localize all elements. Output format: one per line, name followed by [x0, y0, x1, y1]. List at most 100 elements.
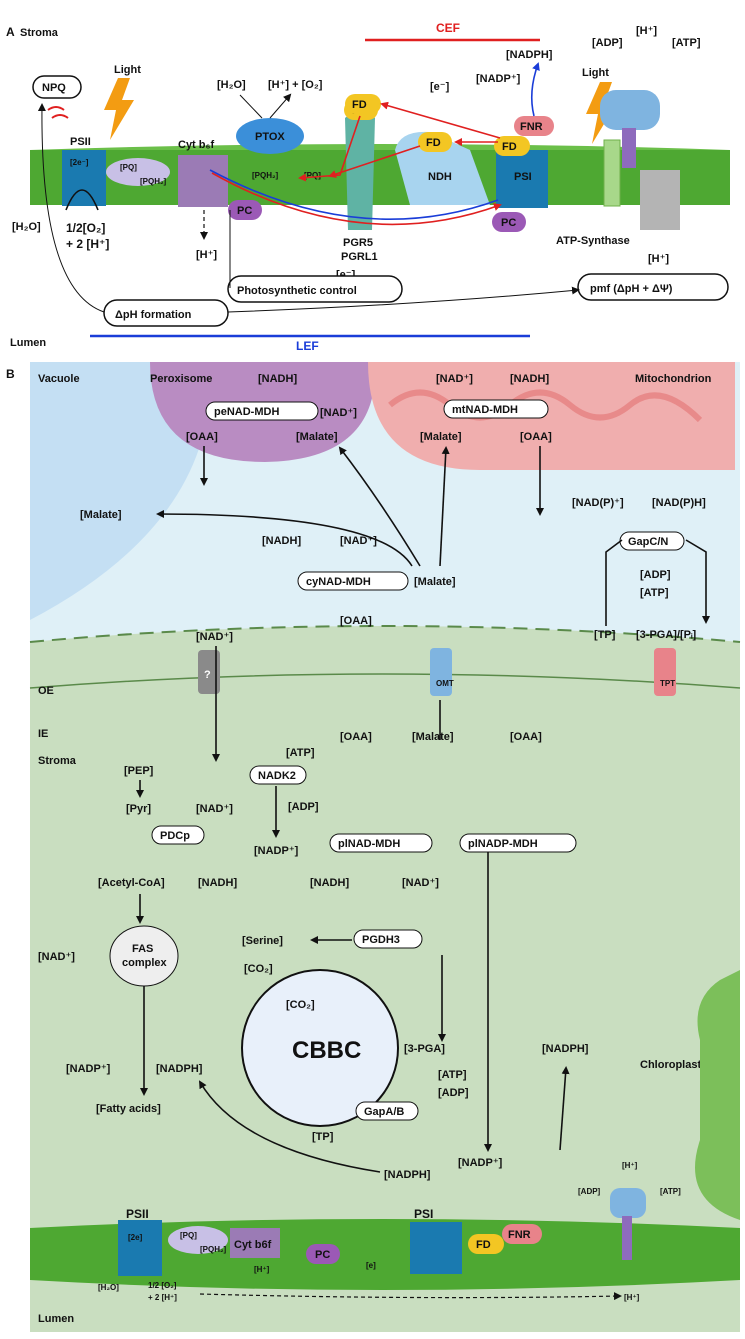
h-o2-label: [H⁺] + [O₂] [268, 79, 323, 91]
pgr5-label: PGR5 [343, 237, 373, 249]
pq-label-b: [PQ] [180, 1231, 197, 1240]
pl-mdh-label: plNAD-MDH [338, 838, 400, 850]
complex-label: complex [122, 957, 168, 969]
pe-oaa: [OAA] [186, 431, 218, 443]
atp-synthase-b [610, 1188, 646, 1218]
gapcn-label: GapC/N [628, 536, 668, 548]
vac-malate: [Malate] [80, 509, 122, 521]
h-plus-right-b: [H⁺] [624, 1293, 640, 1302]
fnr-label-b: FNR [508, 1229, 531, 1241]
fnr-a [514, 116, 554, 136]
omt-transporter [430, 648, 452, 696]
pgrl1-label: PGRL1 [341, 251, 378, 263]
ndh-complex [395, 131, 490, 205]
light-bolt-icon [104, 78, 134, 140]
pl-nadp-mdh-box [459, 833, 577, 853]
tp-cbbc: [TP] [312, 1131, 334, 1143]
adp-b: [ADP] [578, 1187, 601, 1196]
pgr5-pgrl1-complex [345, 111, 375, 230]
cytb6f-label-b: Cyt b6f [234, 1239, 272, 1251]
nadh-stroma: [NADH] [198, 877, 237, 889]
psi-complex-b [410, 1222, 462, 1274]
pyr-label: [Pyr] [126, 803, 151, 815]
e-label-top: [e⁻] [430, 81, 450, 93]
cy-nadh: [NADH] [262, 535, 301, 547]
pe-nad: [NAD⁺] [320, 407, 357, 419]
light-label-right: Light [582, 67, 609, 79]
atp-cbbc: [ATP] [438, 1069, 467, 1081]
tpt-transporter [654, 648, 676, 696]
pe-nadh: [NADH] [258, 373, 297, 385]
malate-pl: [Malate] [412, 731, 454, 743]
adp-cy: [ADP] [640, 569, 671, 581]
dph-box [103, 299, 229, 327]
photo-control-box [227, 275, 403, 303]
atp-synthase-head [600, 90, 660, 130]
atp-synthase-fo [640, 170, 680, 230]
mt-mdh-box [443, 399, 549, 419]
psii-complex [62, 150, 106, 206]
cytb6f-complex-b [230, 1228, 280, 1258]
ptox-enzyme [236, 118, 304, 154]
npq-label: NPQ [42, 82, 66, 94]
oe-label: OE [38, 685, 54, 697]
e-label-b: [e] [366, 1261, 376, 1270]
cytb6f-label-a: Cyt b₆f [178, 139, 214, 151]
nad-stroma: [NAD⁺] [196, 803, 233, 815]
psi-complex-a [496, 150, 548, 208]
pga-pi-cy: [3-PGA]/[Pᵢ] [636, 629, 697, 641]
two-h-b: + 2 [H⁺] [148, 1293, 177, 1302]
stroma-label-b: Stroma [38, 755, 77, 767]
half-o2-a: 1/2[O₂] [66, 221, 105, 235]
pc-label-left-a: PC [237, 205, 252, 217]
pe-mdh-box [205, 401, 319, 421]
ie-label: IE [38, 728, 48, 740]
co2-inner: [CO₂] [286, 999, 315, 1011]
light-label-left: Light [114, 64, 141, 76]
atp-nadk: [ATP] [286, 747, 315, 759]
nad-fas: [NAD⁺] [38, 951, 75, 963]
h-plus-b: [H⁺] [254, 1265, 270, 1274]
cy-oaa: [OAA] [340, 615, 372, 627]
nad-pl: [NAD⁺] [402, 877, 439, 889]
nadph-h-cy: [NAD(P)H] [652, 497, 706, 509]
mt-nadh: [NADH] [510, 373, 549, 385]
cy-mdh-box [297, 571, 409, 591]
cy-mdh-label: cyNAD-MDH [306, 576, 371, 588]
atp-synthase-label: ATP-Synthase [556, 235, 630, 247]
pqh2-label-b: [PQH₂] [200, 1245, 227, 1254]
fd-ndh [418, 132, 452, 152]
fd-psi [494, 136, 530, 156]
mt-malate: [Malate] [420, 431, 462, 443]
h-plus-a: [H⁺] [196, 249, 217, 261]
pl-nadp-mdh-label: plNADP-MDH [468, 838, 538, 850]
atp-a: [ATP] [672, 37, 701, 49]
pqh2-label-a: [PQH₂] [140, 177, 167, 186]
fas-label: FAS [132, 943, 153, 955]
pc-label-right-a: PC [501, 217, 516, 229]
cy-nad-top: [NAD⁺] [196, 631, 233, 643]
stroma-label: Stroma [20, 27, 59, 39]
peroxisome-label: Peroxisome [150, 373, 212, 385]
cbbc-cycle [241, 969, 399, 1127]
adp-nadk: [ADP] [288, 801, 319, 813]
h2o-b: [H₂O] [98, 1283, 119, 1292]
psii-2e-b: [2e] [128, 1233, 143, 1242]
pdcp-label: PDCp [160, 830, 190, 842]
psi-label-b: PSI [414, 1207, 433, 1221]
lef-label: LEF [296, 339, 319, 353]
tpt-label: TPT [660, 679, 675, 688]
lumen-label-a: Lumen [10, 337, 46, 349]
psii-2e: [2e⁻] [70, 158, 89, 167]
psi-label-a: PSI [514, 171, 532, 183]
psii-label: PSII [70, 136, 91, 148]
nadp-fas: [NADP⁺] [66, 1063, 111, 1075]
grana-decor [695, 970, 740, 1220]
acetyl-label: [Acetyl-CoA] [98, 877, 165, 889]
cy-malate: [Malate] [414, 576, 456, 588]
pc-b [306, 1244, 340, 1264]
unknown-transporter [198, 650, 220, 694]
npq-heat-icon [47, 106, 65, 111]
mt-oaa: [OAA] [520, 431, 552, 443]
